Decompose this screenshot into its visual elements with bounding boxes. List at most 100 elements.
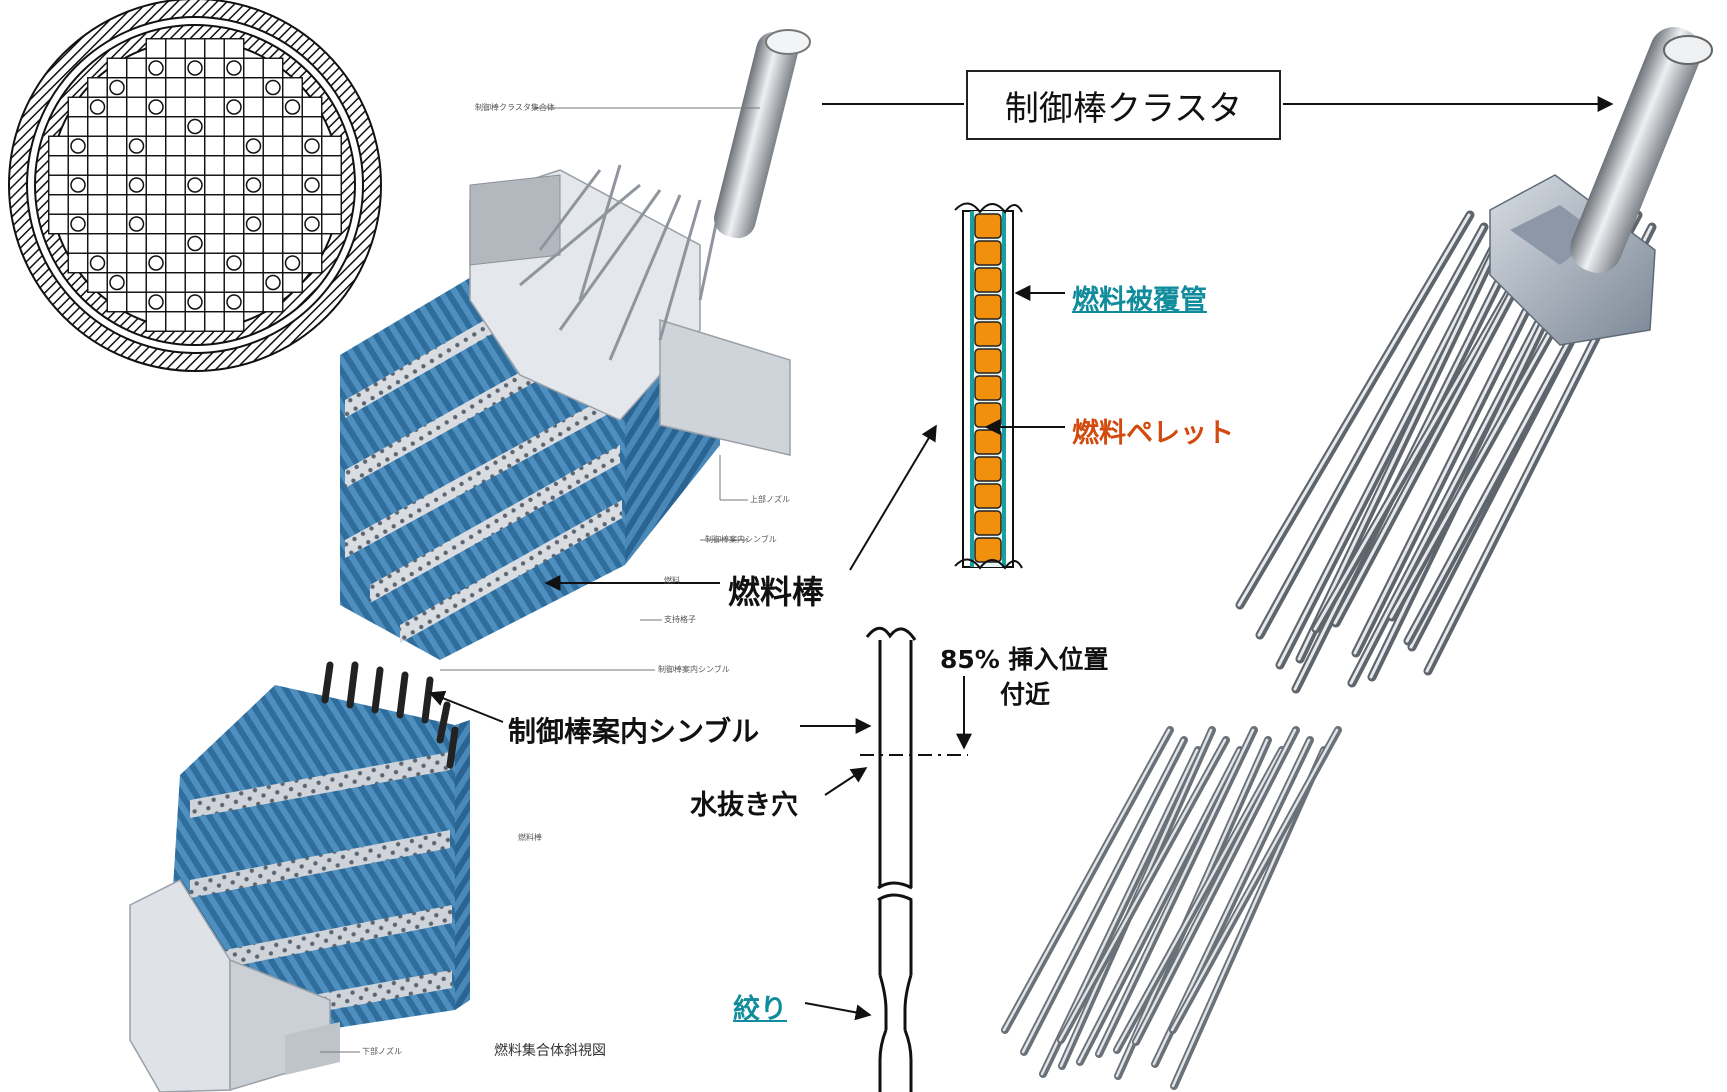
core-cell: [282, 155, 303, 176]
core-rod-position: [284, 255, 301, 271]
core-rod-position: [70, 216, 86, 232]
core-cell: [87, 272, 108, 293]
core-cell: [223, 213, 245, 235]
core-cell: [262, 155, 284, 176]
core-cell: [184, 213, 206, 235]
core-cell: [165, 311, 186, 332]
core-cell: [106, 155, 128, 176]
core-rod-position: [245, 177, 262, 193]
core-rod-position: [304, 138, 320, 154]
core-rod-position: [109, 274, 125, 291]
core-cell: [184, 272, 206, 293]
core-cell: [223, 135, 245, 157]
core-cell: [145, 213, 167, 235]
core-cell: [243, 272, 264, 293]
core-rod-position: [265, 79, 281, 96]
core-cell: [165, 38, 186, 59]
core-cell: [126, 291, 147, 313]
fuel-pellet: [974, 348, 1002, 374]
core-cell: [262, 291, 284, 313]
core-cell: [184, 135, 206, 157]
core-cell: [165, 291, 186, 313]
core-cell: [204, 174, 225, 196]
core-cell: [165, 213, 186, 235]
core-cell: [165, 77, 186, 98]
core-cell: [165, 57, 186, 79]
core-cell: [301, 116, 323, 137]
core-cell: [165, 233, 186, 254]
fuel-small-label: 燃料: [664, 576, 680, 585]
core-rod-position: [304, 216, 320, 232]
core-cell: [301, 233, 323, 254]
core-cell: [223, 272, 245, 293]
core-cell: [87, 194, 108, 215]
core-cell: [243, 291, 264, 313]
core-cell: [145, 38, 167, 59]
core-rod-position: [70, 138, 86, 154]
core-cell: [184, 96, 206, 118]
core-rod-position: [226, 255, 242, 271]
control-rod-highlight: [1297, 213, 1513, 661]
control-rod-highlight: [1277, 237, 1499, 667]
core-cell: [262, 213, 284, 235]
drain-hole-label: 水抜き穴: [690, 790, 798, 821]
core-rod-position: [284, 99, 301, 115]
core-rod-position: [128, 138, 145, 154]
core-cell: [204, 57, 225, 79]
control-rod-highlight: [1114, 748, 1283, 1052]
core-cell: [145, 174, 167, 196]
core-cell: [243, 194, 264, 215]
control-rod-cluster-label-box: 制御棒クラスタ: [966, 70, 1281, 140]
core-rod-position: [187, 235, 203, 252]
fuel-rod-label: 燃料棒: [728, 573, 825, 611]
core-cell: [48, 213, 69, 235]
core-rod-position: [128, 216, 145, 232]
core-cell: [145, 155, 167, 176]
guide-thimble-label: 制御棒案内シンブル: [508, 715, 760, 748]
core-cell: [262, 252, 284, 274]
core-cell: [106, 291, 128, 313]
core-cell: [262, 96, 284, 118]
fuel-pellet-label: 燃料ペレット: [1072, 418, 1234, 449]
core-cell: [165, 96, 186, 118]
core-cell: [204, 311, 225, 332]
core-cell: [126, 116, 147, 137]
core-cell: [145, 272, 167, 293]
core-cell: [282, 77, 303, 98]
fuel-pellet: [974, 321, 1002, 347]
core-cell: [48, 194, 69, 215]
core-cell: [67, 252, 89, 274]
core-cell: [223, 233, 245, 254]
core-cell: [321, 135, 342, 157]
core-cell: [184, 311, 206, 332]
core-cell: [204, 272, 225, 293]
core-cell: [48, 135, 69, 157]
core-cell: [262, 116, 284, 137]
core-cell: [204, 213, 225, 235]
core-rod-position: [245, 138, 262, 154]
core-cell: [243, 77, 264, 98]
core-rod-position: [187, 177, 203, 193]
control-rod-highlight: [1257, 225, 1485, 637]
core-cell: [87, 174, 108, 196]
core-cell: [223, 174, 245, 196]
fuel-pellet: [974, 240, 1002, 266]
core-cell: [67, 116, 89, 137]
core-cell: [282, 233, 303, 254]
core-cell: [126, 155, 147, 176]
fuel-pellet: [974, 294, 1002, 320]
fuel-cladding-label: 燃料被覆管: [1072, 285, 1207, 316]
core-cell: [87, 155, 108, 176]
core-cell: [282, 135, 303, 157]
core-cell: [184, 194, 206, 215]
fuel-pellet: [974, 213, 1002, 239]
core-cell: [165, 194, 186, 215]
core-rod-position: [265, 274, 281, 291]
fuel-assembly-upper: [340, 29, 811, 660]
core-rod-position: [148, 294, 164, 310]
fuel-pellet: [974, 267, 1002, 293]
core-cell: [301, 252, 323, 274]
core-cell: [106, 96, 128, 118]
insertion-near-label: 付近: [1000, 680, 1051, 709]
core-cell: [204, 155, 225, 176]
